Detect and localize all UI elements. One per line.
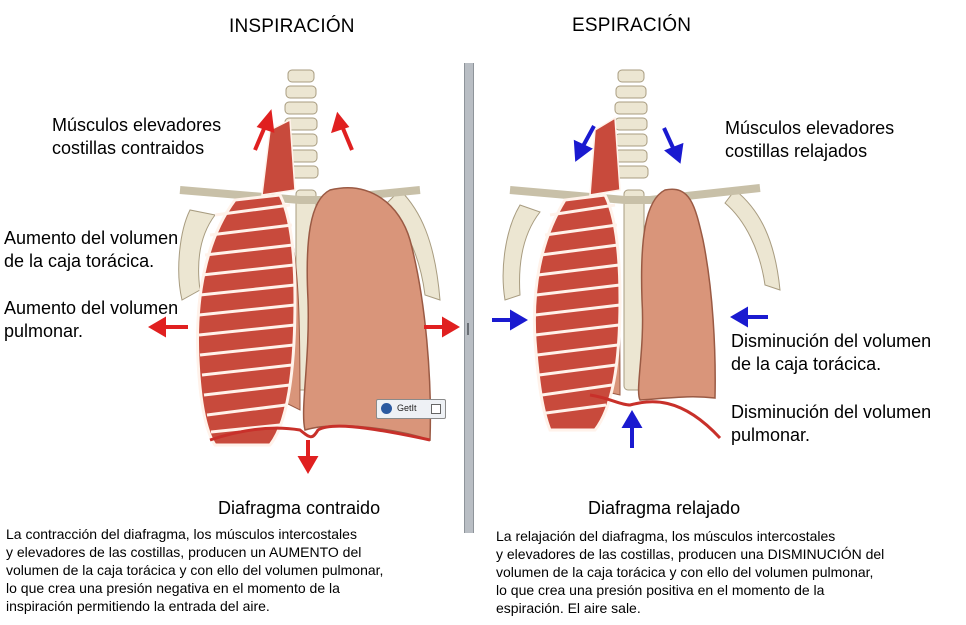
expiration-lung-volume-label: Disminución del volumen pulmonar. [731,401,931,447]
label-line: Disminución del volumen [731,402,932,422]
inspiration-title: INSPIRACIÓN [229,16,355,37]
label-line: Disminución del volumen [731,331,932,351]
description-line: espiración. El aire sale. [496,600,641,616]
description-line: lo que crea una presión positiva en el m… [496,582,825,598]
inspiration-thorax [148,69,460,474]
label-line: Músculos elevadores [52,115,222,135]
label-line: Aumento del volumen [4,298,179,318]
description-line: lo que crea una presión negativa en el m… [6,580,340,596]
expiration-description: La relajación del diafragma, los músculo… [496,527,956,617]
description-line: volumen de la caja torácica y con ello d… [6,562,384,578]
label-line: Músculos elevadores [725,118,895,138]
expiration-thorax [492,69,781,448]
inspiration-diaphragm-label: Diafragma contraido [218,498,381,518]
expiration-rib-volume-label: Disminución del volumen de la caja torác… [731,330,931,376]
expiration-title: ESPIRACIÓN [572,15,692,36]
label-line: pulmonar. [731,425,811,445]
description-line: volumen de la caja torácica y con ello d… [496,564,874,580]
getit-button[interactable]: GetIt [376,399,446,419]
inspiration-muscles-label: Músculos elevadores costillas contraidos [52,114,221,160]
inspiration-rib-volume-label: Aumento del volumen de la caja torácica. [4,227,178,273]
label-line: costillas relajados [725,141,868,161]
getit-close-icon[interactable] [431,404,441,414]
description-line: y elevadores de las costillas, producen … [496,546,885,562]
description-line: La contracción del diafragma, los múscul… [6,526,357,542]
getit-label: GetIt [397,403,417,413]
label-line: Aumento del volumen [4,228,179,248]
description-line: La relajación del diafragma, los músculo… [496,528,836,544]
expiration-muscles-label: Músculos elevadores costillas relajados [725,117,894,163]
description-line: inspiración permitiendo la entrada del a… [6,598,270,614]
label-line: pulmonar. [4,321,84,341]
description-line: y elevadores de las costillas, producen … [6,544,362,560]
label-line: costillas contraidos [52,138,205,158]
label-line: de la caja torácica. [4,251,155,271]
panel-divider[interactable] [464,63,474,533]
expiration-diaphragm-label: Diafragma relajado [588,498,741,518]
label-line: de la caja torácica. [731,354,882,374]
divider-grip[interactable] [467,323,469,335]
inspiration-description: La contracción del diafragma, los múscul… [6,525,456,615]
inspiration-lung-volume-label: Aumento del volumen pulmonar. [4,297,178,343]
getit-icon [381,403,392,414]
